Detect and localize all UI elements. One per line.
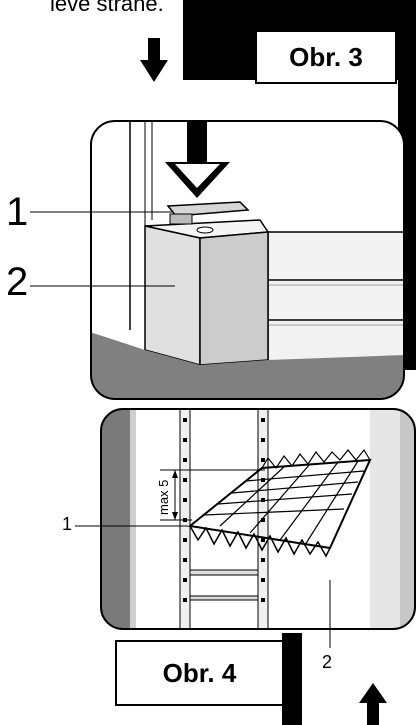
fig4-illustration bbox=[100, 408, 416, 630]
fig3-callout-2: 2 bbox=[6, 260, 29, 304]
fig3-illustration bbox=[90, 120, 405, 400]
fig4-frame-block bbox=[282, 633, 302, 725]
fig3-label: Obr. 3 bbox=[255, 30, 397, 84]
instruction-text: levé straně. bbox=[50, 0, 164, 16]
fig3-callout-1: 1 bbox=[6, 190, 29, 234]
fig4-label: Obr. 4 bbox=[115, 640, 284, 706]
fig4-callout-2: 2 bbox=[322, 652, 333, 672]
fig4-callout-1: 1 bbox=[62, 514, 73, 534]
arrow-down-icon bbox=[140, 38, 168, 82]
arrow-up-icon bbox=[359, 683, 387, 725]
